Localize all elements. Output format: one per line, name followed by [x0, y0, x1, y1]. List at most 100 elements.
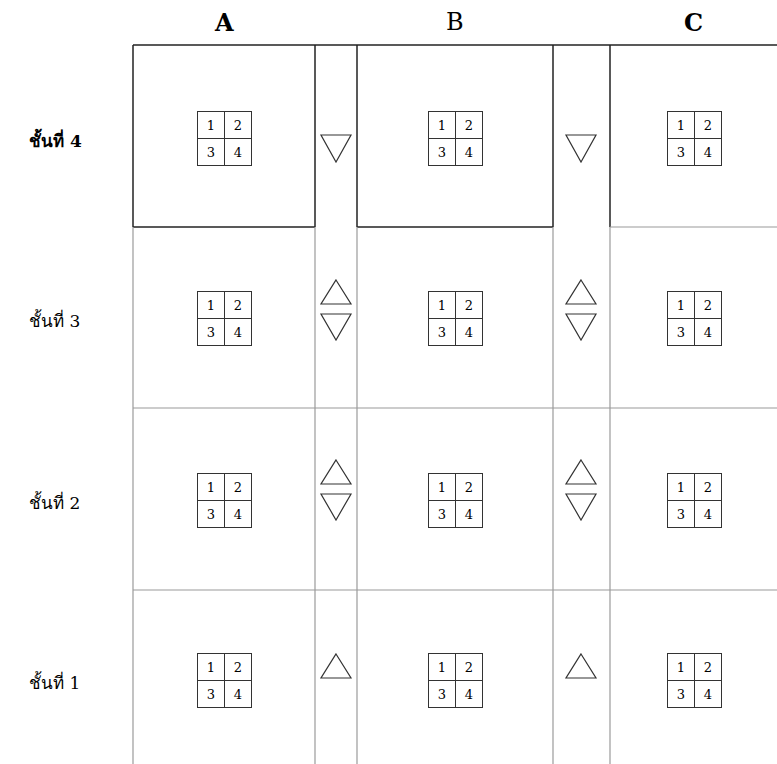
floor-label: ชั้นที่ 2 [27, 489, 82, 516]
button-cell: 1 [429, 112, 456, 139]
button-cell: 3 [429, 681, 456, 707]
button-panel: 1 2 3 4 [667, 473, 722, 528]
down-triangle [321, 135, 351, 162]
button-cell: 3 [429, 501, 456, 527]
button-cell: 1 [198, 112, 225, 139]
up-triangle [321, 654, 351, 678]
button-number: 3 [438, 507, 446, 522]
button-cell: 2 [695, 474, 721, 501]
down-triangle [566, 135, 596, 162]
button-cell: 1 [198, 474, 225, 501]
button-cell: 4 [695, 319, 721, 345]
button-number: 4 [234, 507, 242, 522]
table-lines [133, 45, 777, 227]
button-number: 2 [465, 480, 473, 495]
button-number: 4 [465, 325, 473, 340]
button-cell: 2 [225, 112, 251, 139]
button-panel: 1234 [428, 111, 483, 166]
button-cell: 1 [429, 292, 456, 319]
button-cell: 4 [225, 319, 251, 345]
column-heading: B [444, 8, 466, 36]
button-number: 4 [465, 145, 473, 160]
button-cell: 2 [225, 474, 251, 501]
button-cell: 1 [668, 474, 695, 501]
button-cell: 3 [668, 501, 695, 527]
down-triangle [566, 494, 596, 520]
button-cell: 3 [429, 319, 456, 345]
button-cell: 4 [695, 139, 721, 165]
button-number: 3 [677, 145, 685, 160]
button-panel: 123 4 [197, 473, 252, 528]
column-heading: A [213, 8, 236, 37]
button-number: 4 [234, 687, 242, 702]
button-number: 2 [704, 298, 712, 313]
down-triangle [321, 494, 351, 520]
button-number: 4 [465, 507, 473, 522]
button-cell: 3 [429, 139, 456, 165]
button-cell: 4 [225, 139, 251, 165]
button-number: 1 [677, 298, 685, 313]
button-number: 1 [677, 118, 685, 133]
button-number: 4 [704, 507, 712, 522]
button-panel: 1234 [197, 653, 252, 708]
button-cell: 3 [198, 319, 225, 345]
button-number: 1 [438, 660, 446, 675]
button-cell: 3 [198, 501, 225, 527]
button-cell: 4 [225, 681, 251, 707]
button-cell: 1 [198, 654, 225, 681]
button-number: 4 [704, 687, 712, 702]
button-cell: 2 [695, 292, 721, 319]
button-number: 3 [207, 325, 215, 340]
button-panel: 123 4 [667, 111, 722, 166]
button-number: 1 [677, 480, 685, 495]
button-number: 3 [438, 325, 446, 340]
button-panel: 1 2 3 4 [428, 653, 483, 708]
button-number: 4 [704, 325, 712, 340]
button-number: 3 [438, 687, 446, 702]
button-number: 4 [465, 687, 473, 702]
button-cell: 2 [456, 654, 482, 681]
floor-label: ชั้นที่ 1 [27, 669, 82, 696]
button-number: 2 [704, 480, 712, 495]
button-number: 3 [207, 687, 215, 702]
button-cell: 4 [456, 139, 482, 165]
button-number: 3 [677, 325, 685, 340]
button-panel: 1 2 3 4 [667, 653, 722, 708]
down-triangle [321, 314, 351, 340]
button-cell: 4 [225, 501, 251, 527]
button-number: 1 [438, 298, 446, 313]
button-number: 3 [677, 507, 685, 522]
button-cell: 3 [198, 681, 225, 707]
floor-label: ชั้นที่ 3 [27, 307, 82, 334]
button-cell: 1 [668, 292, 695, 319]
button-cell: 4 [456, 681, 482, 707]
button-number: 1 [677, 660, 685, 675]
button-cell: 1 [429, 474, 456, 501]
button-number: 3 [207, 145, 215, 160]
button-number: 1 [207, 118, 215, 133]
button-number: 2 [704, 660, 712, 675]
button-number: 3 [677, 687, 685, 702]
button-cell: 2 [695, 112, 721, 139]
button-number: 4 [704, 145, 712, 160]
button-number: 4 [234, 325, 242, 340]
button-panel: 1234 [197, 291, 252, 346]
button-cell: 2 [225, 292, 251, 319]
button-number: 2 [465, 298, 473, 313]
button-panel: 1 2 3 4 [428, 291, 483, 346]
up-triangle [321, 280, 351, 304]
button-number: 3 [438, 145, 446, 160]
button-number: 2 [234, 118, 242, 133]
button-number: 2 [234, 298, 242, 313]
button-number: 3 [207, 507, 215, 522]
button-number: 4 [234, 145, 242, 160]
button-panel: 12 3 4 [428, 473, 483, 528]
button-cell: 2 [456, 292, 482, 319]
button-cell: 3 [198, 139, 225, 165]
button-number: 2 [465, 660, 473, 675]
button-cell: 4 [695, 681, 721, 707]
down-triangle [566, 314, 596, 340]
floor-label: ชั้นที่ 4 [27, 127, 84, 154]
up-triangle [566, 460, 596, 484]
